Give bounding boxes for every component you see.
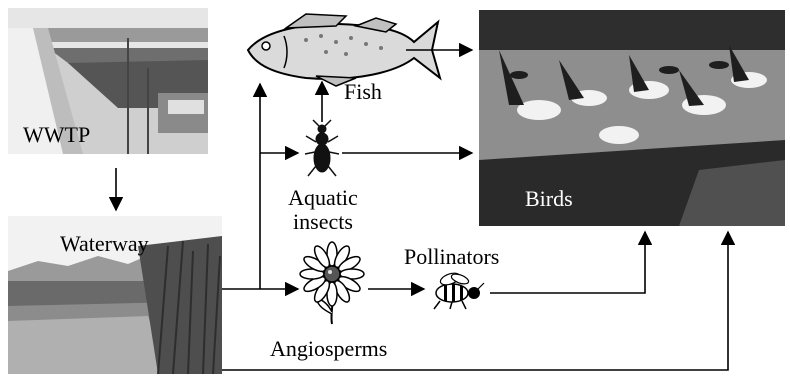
waterway-label: Waterway: [60, 232, 149, 256]
angiosperms-label: Angiosperms: [270, 337, 387, 361]
aquatic-insects-label: Aquatic insects: [268, 186, 378, 234]
wwtp-label: WWTP: [23, 123, 90, 147]
birds-photo: Birds: [479, 10, 785, 226]
birds-label: Birds: [525, 187, 573, 211]
waterway-photo: Waterway: [8, 216, 222, 374]
arrow-pollinators-birds: [490, 232, 645, 293]
aquatic-insects-line1: Aquatic: [268, 186, 378, 210]
wwtp-photo: WWTP: [8, 8, 208, 154]
pollinators-label: Pollinators: [404, 245, 499, 269]
aquatic-insects-line2: insects: [268, 210, 378, 234]
fish-label: Fish: [344, 80, 382, 104]
